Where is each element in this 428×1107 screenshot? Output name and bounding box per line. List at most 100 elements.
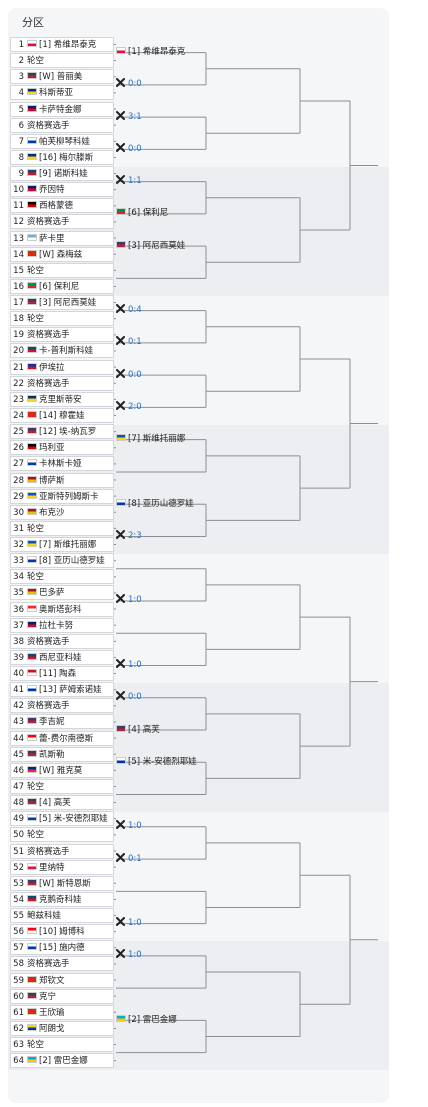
round2-slot[interactable]: [1] 希维昂泰克: [116, 45, 206, 60]
round2-slot[interactable]: 0:0: [116, 77, 206, 92]
round2-slot[interactable]: 2:3: [116, 529, 206, 544]
draw-entry[interactable]: 64[2] 雷巴金娜: [10, 1053, 114, 1069]
draw-entry[interactable]: 3[W] 普丽美: [10, 69, 114, 85]
player-name: 奥斯塔彭科: [39, 604, 82, 615]
draw-entry[interactable]: 24[14] 穆霍娃: [10, 407, 114, 423]
round2-slot[interactable]: 2:0: [116, 400, 206, 415]
round2-slot[interactable]: [2] 雷巴金娜: [116, 1013, 206, 1028]
draw-entry[interactable]: 17[3] 阿尼西莫娃: [10, 295, 114, 311]
draw-entry[interactable]: 9[9] 诺斯科娃: [10, 166, 114, 182]
draw-entry[interactable]: 36 奥斯塔彭科: [10, 601, 114, 617]
round2-slot[interactable]: [3] 阿尼西莫娃: [116, 239, 206, 254]
draw-position: 41: [13, 685, 24, 696]
round2-slot[interactable]: 1:0: [116, 916, 206, 931]
draw-entry[interactable]: 33[8] 亚历山德罗娃: [10, 553, 114, 569]
round2-slot[interactable]: 0:0: [116, 690, 206, 705]
draw-position: 28: [13, 475, 24, 486]
round2-slot[interactable]: 1:0: [116, 658, 206, 673]
draw-position: 36: [13, 604, 24, 615]
draw-entry[interactable]: 46[W] 雅克莫: [10, 762, 114, 778]
round2-slot[interactable]: [6] 保利尼: [116, 206, 206, 221]
draw-entry[interactable]: 16[6] 保利尼: [10, 278, 114, 294]
draw-entry[interactable]: 49[5] 米-安德烈耶娃: [10, 811, 114, 827]
draw-entry[interactable]: 32[7] 斯维托丽娜: [10, 537, 114, 553]
round2-slot[interactable]: [116, 626, 206, 641]
round2-slot[interactable]: 0:4: [116, 303, 206, 318]
draw-entry[interactable]: 8[16] 梅尔滕斯: [10, 149, 114, 165]
draw-entry[interactable]: 1[1] 希维昂泰克: [10, 37, 114, 52]
round2-slot[interactable]: [5] 米-安德烈耶娃: [116, 755, 206, 770]
round2-slot[interactable]: [116, 271, 206, 286]
draw-entry[interactable]: 57[15] 施内德: [10, 940, 114, 956]
draw-entry[interactable]: 40[11] 陶森: [10, 666, 114, 682]
round2-slot[interactable]: 0:0: [116, 142, 206, 157]
round2-slot[interactable]: 1:0: [116, 819, 206, 834]
draw-entry[interactable]: 41[13] 萨姆索诺娃: [10, 682, 114, 698]
round2-slot[interactable]: 3:1: [116, 110, 206, 125]
round2-slot[interactable]: 1:0: [116, 948, 206, 963]
round2-slot[interactable]: [116, 981, 206, 996]
player-name: 亚斯特列姆斯卡: [39, 491, 99, 502]
flag-icon: [27, 201, 37, 209]
round2-slot[interactable]: 1:1: [116, 174, 206, 189]
draw-entry[interactable]: 25[12] 埃-纳瓦罗: [10, 424, 114, 440]
round2-slot[interactable]: 1:0: [116, 593, 206, 608]
draw-entry[interactable]: 14[W] 森梅兹: [10, 246, 114, 262]
draw-entry[interactable]: 56[10] 姆博科: [10, 924, 114, 940]
round2-slot[interactable]: 0:0: [116, 368, 206, 383]
round2-slot[interactable]: [116, 561, 206, 576]
round2-slot[interactable]: [116, 884, 206, 899]
round2-slot[interactable]: [8] 亚历山德罗娃: [116, 497, 206, 512]
round2-slot[interactable]: [4] 高芙: [116, 723, 206, 738]
draw-entry[interactable]: 48[4] 高芙: [10, 795, 114, 811]
round2-slot[interactable]: 0:1: [116, 852, 206, 867]
draw-entry[interactable]: 53[W] 斯特恩斯: [10, 875, 114, 891]
round2-slot[interactable]: [7] 斯维托丽娜: [116, 432, 206, 447]
round2-slot[interactable]: [116, 787, 206, 802]
round2-slot[interactable]: 0:1: [116, 335, 206, 350]
